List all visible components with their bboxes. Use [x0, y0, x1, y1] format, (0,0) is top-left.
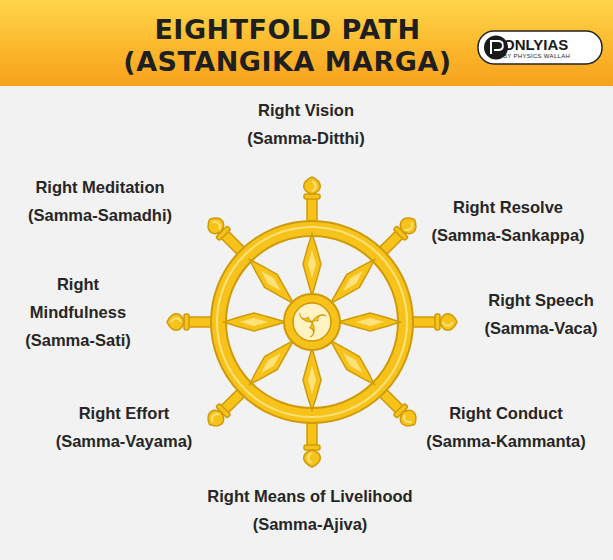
- wheel-spoke: [324, 253, 381, 310]
- wheel-handle: [304, 418, 321, 467]
- pali-name: (Samma-Vayama): [49, 427, 199, 455]
- handle-knob: [440, 314, 457, 331]
- knob-highlight: [402, 415, 412, 425]
- wheel-spoke: [224, 313, 286, 331]
- path-name: Right Speech: [476, 286, 606, 314]
- wheel-spoke: [243, 253, 300, 310]
- path-name: Right Means of Livelihood: [160, 482, 460, 510]
- pali-name: (Samma-Samadhi): [20, 201, 180, 229]
- spoke-shape: [338, 313, 400, 331]
- pali-name: (Samma-Ditthi): [191, 124, 421, 152]
- wheel-inner: [226, 236, 398, 408]
- wheel-spoke: [303, 234, 321, 296]
- wheel-handle: [408, 314, 457, 331]
- pali-name: (Samma-Ajiva): [160, 510, 460, 538]
- path-name: Right Conduct: [421, 399, 591, 427]
- dharma-wheel: [167, 177, 457, 467]
- path-name: Right Vision: [191, 96, 421, 124]
- spoke-shape: [303, 234, 321, 296]
- spoke-highlight: [308, 366, 316, 394]
- hub-swirl: [305, 322, 318, 338]
- spoke-highlight: [340, 268, 365, 293]
- knob-highlight: [443, 322, 453, 326]
- spoke-highlight: [258, 350, 283, 375]
- spoke-shape: [243, 334, 300, 391]
- spoke-shape: [303, 348, 321, 410]
- spoke-highlight: [340, 350, 365, 375]
- path-name: Right Effort: [49, 399, 199, 427]
- logo-icon-mark: [491, 41, 503, 54]
- wheel-rim: [211, 221, 413, 423]
- spoke-shape: [224, 313, 286, 331]
- hub-center: [293, 303, 331, 341]
- knob-highlight: [210, 412, 220, 422]
- spoke-shape: [324, 334, 381, 391]
- pali-name: (Samma-Sankappa): [423, 221, 593, 249]
- spoke-highlight: [356, 318, 384, 326]
- hub-swirl: [299, 310, 312, 326]
- wheel-spoke: [338, 313, 400, 331]
- title: EIGHTFOLD PATH (ASTANGIKA MARGA): [115, 14, 460, 78]
- knob-highlight: [308, 453, 312, 463]
- path-name: Right Mindfulness: [18, 270, 138, 326]
- wheel-spoke: [243, 334, 300, 391]
- spoke-shape: [243, 253, 300, 310]
- pali-name: (Samma-Sati): [18, 326, 138, 354]
- handle-knob: [167, 314, 184, 331]
- rim-highlight: [217, 227, 407, 417]
- handle-knob: [204, 214, 228, 238]
- spoke-shape: [324, 253, 381, 310]
- path-name: Right Resolve: [423, 193, 593, 221]
- wheel-spoke: [303, 348, 321, 410]
- wheel-handle: [304, 177, 321, 226]
- handle-knob: [304, 450, 321, 467]
- handle-knob: [397, 214, 421, 238]
- wheel-handle: [167, 314, 216, 331]
- handle-knob: [204, 407, 228, 431]
- knob-highlight: [405, 222, 415, 232]
- path-name: Right Meditation: [20, 173, 180, 201]
- spoke-highlight: [308, 250, 316, 278]
- pali-name: (Samma-Kammanta): [421, 427, 591, 455]
- hub-swirl: [312, 315, 326, 322]
- handle-knob: [304, 177, 321, 194]
- knob-highlight: [212, 220, 222, 230]
- logo-tagline: BY PHYSICS WALLAH: [503, 53, 593, 60]
- knob-highlight: [312, 181, 316, 191]
- spoke-highlight: [240, 318, 268, 326]
- logo-text: ONLYIAS: [503, 37, 593, 53]
- spoke-highlight: [258, 268, 283, 293]
- handle-knob: [397, 407, 421, 431]
- wheel-spoke: [324, 334, 381, 391]
- logo-pill: [478, 31, 602, 64]
- knob-highlight: [171, 318, 181, 322]
- pali-name: (Samma-Vaca): [476, 314, 606, 342]
- wheel-hub: [284, 294, 340, 350]
